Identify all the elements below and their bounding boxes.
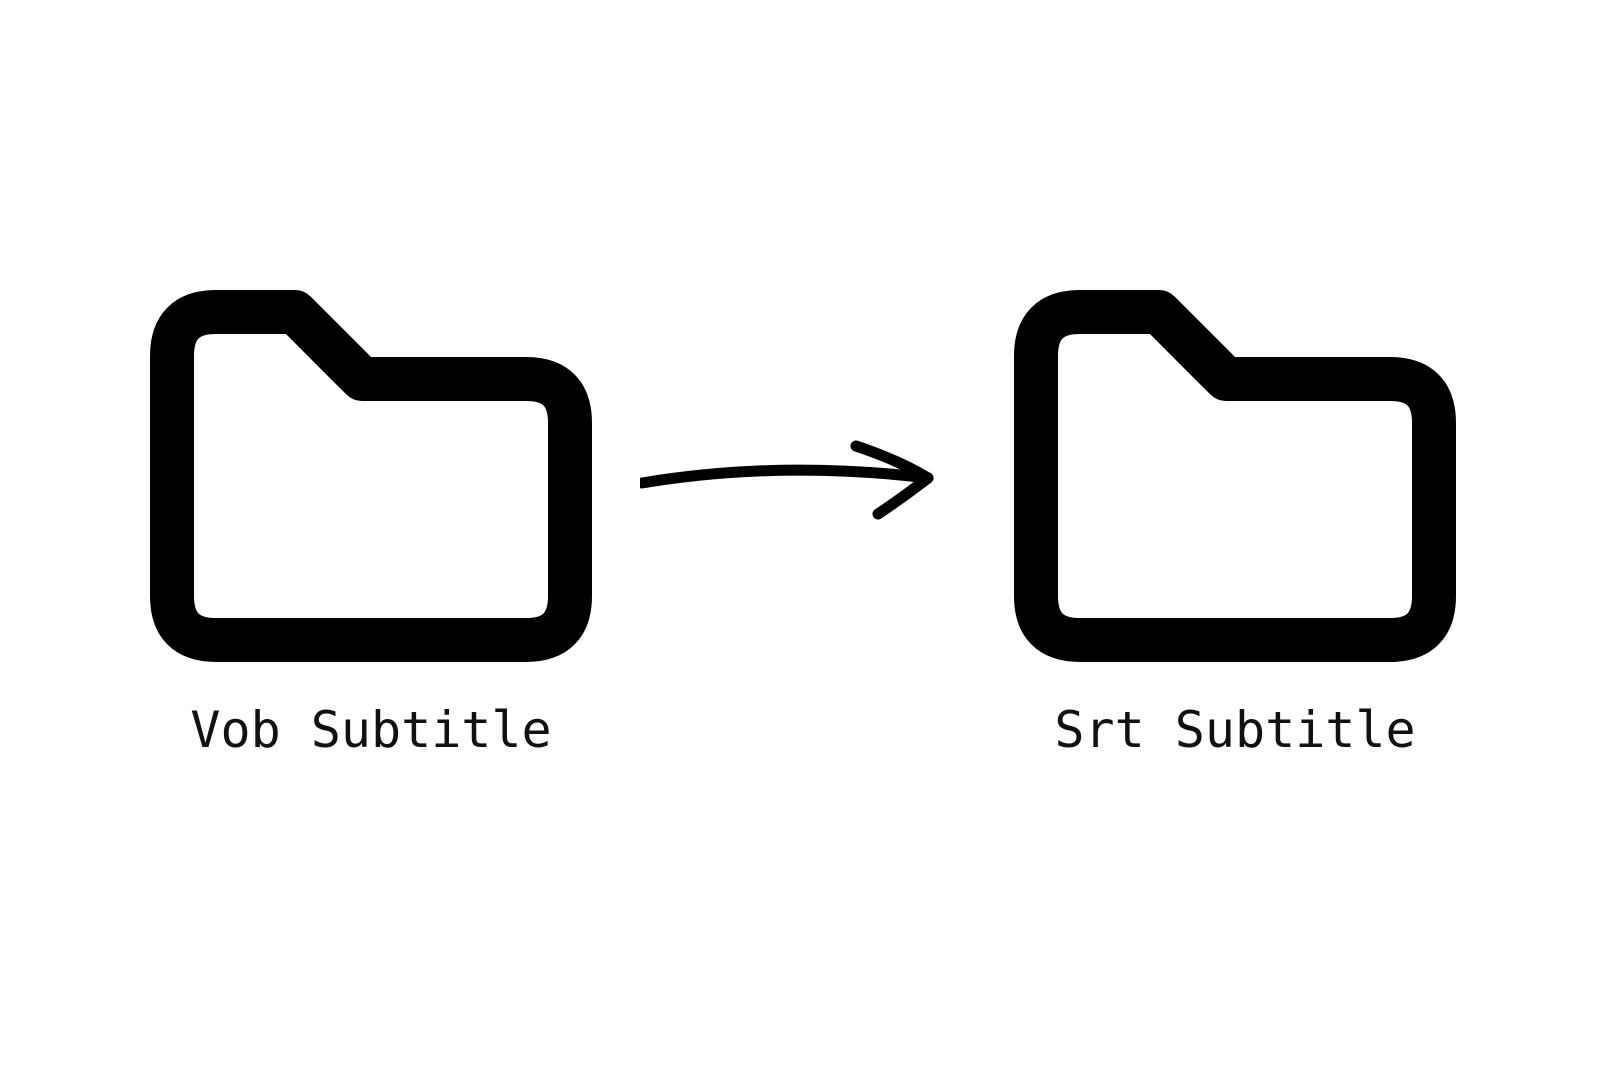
target-label: Srt Subtitle <box>1054 701 1416 759</box>
target-folder-icon <box>1014 290 1456 662</box>
source-label: Vob Subtitle <box>190 701 552 759</box>
source-folder-icon <box>150 290 592 662</box>
arrow-right-icon <box>640 440 970 540</box>
